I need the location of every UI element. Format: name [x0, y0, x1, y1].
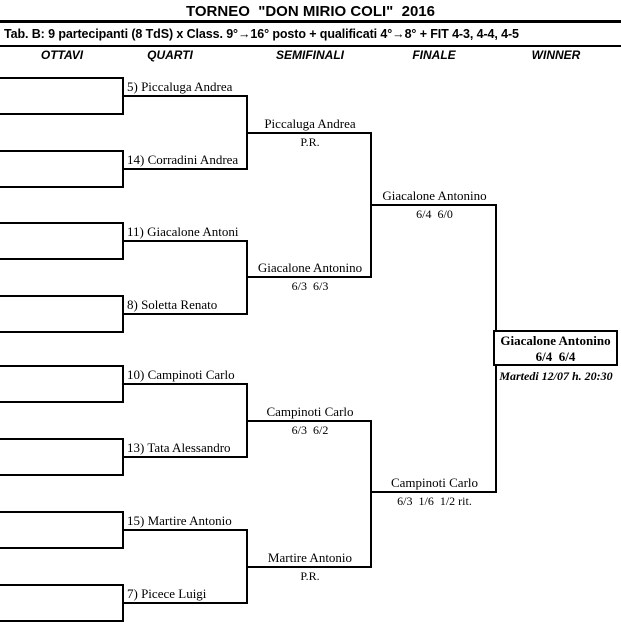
column-header-semifinali: SEMIFINALI	[276, 48, 344, 62]
ottavi-slot-connector	[122, 295, 124, 333]
ottavi-slot-line	[0, 295, 124, 297]
ottavi-slot-connector	[122, 150, 124, 188]
ottavi-slot-line	[0, 547, 124, 549]
semifinali-match-score: 6/3 6/3	[291, 279, 329, 293]
finale-match-score: 6/4 6/0	[416, 207, 453, 221]
quarti-connector	[246, 95, 248, 170]
header-divider-bottom	[0, 45, 621, 47]
ottavi-slot-line	[0, 438, 124, 440]
ottavi-slot-line	[0, 331, 124, 333]
quarti-connector	[246, 240, 248, 315]
quarti-player-label: 10) Campinoti Carlo	[127, 367, 235, 382]
ottavi-slot-connector	[122, 222, 124, 260]
quarti-player-label: 14) Corradini Andrea	[127, 152, 239, 167]
header-divider-top	[0, 20, 621, 23]
quarti-line	[124, 240, 248, 242]
ottavi-slot-line	[0, 584, 124, 586]
winner-box: Giacalone Antonino 6/4 6/4	[493, 330, 618, 366]
quarti-line	[124, 168, 248, 170]
quarti-line	[124, 529, 248, 531]
finale-winner-name: Campinoti Carlo	[390, 475, 479, 490]
semifinali-line	[248, 420, 372, 422]
semifinali-match-score: P.R.	[300, 135, 320, 149]
ottavi-slot-connector	[122, 438, 124, 476]
semifinali-line	[248, 276, 372, 278]
semifinali-winner-name: Piccaluga Andrea	[264, 116, 356, 131]
column-header-ottavi: OTTAVI	[40, 48, 84, 62]
final-match-schedule: Martedi 12/07 h. 20:30	[499, 369, 613, 383]
ottavi-slot-line	[0, 186, 124, 188]
finale-match-score: 6/3 1/6 1/2 rit.	[397, 494, 472, 508]
ottavi-slot-line	[0, 150, 124, 152]
quarti-player-label: 15) Martire Antonio	[127, 513, 232, 528]
bracket-subtitle: Tab. B: 9 partecipanti (8 TdS) x Class. …	[4, 27, 519, 41]
quarti-player-label: 5) Piccaluga Andrea	[127, 79, 233, 94]
quarti-player-label: 13) Tata Alessandro	[127, 440, 231, 455]
ottavi-slot-line	[0, 474, 124, 476]
ottavi-slot-line	[0, 620, 124, 622]
ottavi-slot-line	[0, 401, 124, 403]
ottavi-slot-line	[0, 113, 124, 115]
semifinali-connector	[370, 420, 372, 568]
ottavi-slot-line	[0, 222, 124, 224]
ottavi-slot-connector	[122, 511, 124, 549]
quarti-line	[124, 383, 248, 385]
ottavi-slot-connector	[122, 77, 124, 115]
quarti-line	[124, 95, 248, 97]
finale-line	[372, 491, 497, 493]
quarti-line	[124, 313, 248, 315]
column-header-finale: FINALE	[412, 48, 456, 62]
finale-line	[372, 204, 497, 206]
semifinali-connector	[370, 132, 372, 278]
semifinali-match-score: P.R.	[300, 569, 320, 583]
semifinali-match-score: 6/3 6/2	[291, 423, 329, 437]
column-header-quarti: QUARTI	[147, 48, 193, 62]
ottavi-slot-connector	[122, 584, 124, 622]
quarti-line	[124, 602, 248, 604]
semifinali-line	[248, 132, 372, 134]
semifinali-winner-name: Campinoti Carlo	[266, 404, 354, 419]
quarti-connector	[246, 529, 248, 604]
ottavi-slot-line	[0, 258, 124, 260]
winner-name: Giacalone Antonino	[500, 332, 611, 348]
semifinali-winner-name: Martire Antonio	[267, 550, 353, 565]
quarti-player-label: 11) Giacalone Antoni	[127, 224, 239, 239]
quarti-connector	[246, 383, 248, 458]
quarti-player-label: 7) Picece Luigi	[127, 586, 207, 601]
semifinali-line	[248, 566, 372, 568]
ottavi-slot-line	[0, 511, 124, 513]
semifinali-winner-name: Giacalone Antonino	[257, 260, 363, 275]
quarti-player-label: 8) Soletta Renato	[127, 297, 218, 312]
ottavi-slot-line	[0, 77, 124, 79]
column-header-winner: WINNER	[531, 48, 581, 62]
ottavi-slot-connector	[122, 365, 124, 403]
ottavi-slot-line	[0, 365, 124, 367]
page-title: TORNEO "DON MIRIO COLI" 2016	[186, 3, 435, 20]
finale-winner-name: Giacalone Antonino	[382, 188, 487, 203]
quarti-line	[124, 456, 248, 458]
winner-score: 6/4 6/4	[535, 348, 576, 364]
